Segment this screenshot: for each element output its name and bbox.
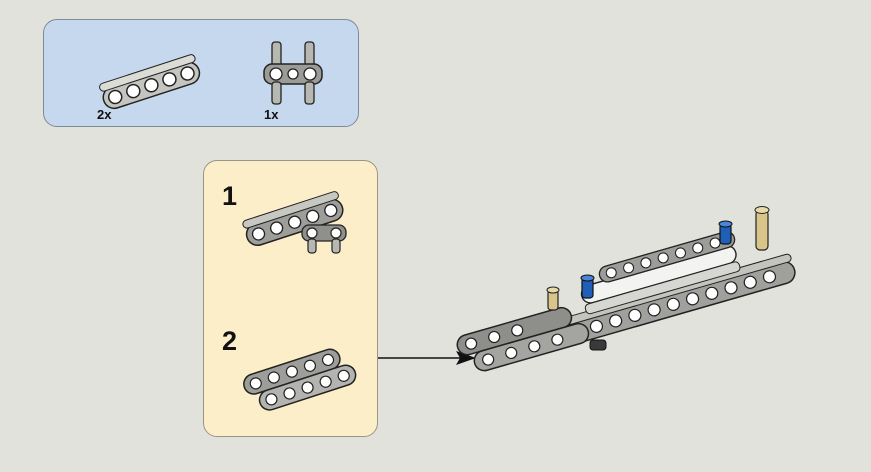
- blue-pin-icon: [580, 274, 595, 299]
- quantity-label: 2x: [97, 107, 112, 122]
- placement-arrow: [378, 351, 476, 365]
- step-number: 1: [222, 181, 238, 211]
- tan-pin-icon: [546, 286, 560, 311]
- step-number: 2: [222, 326, 238, 356]
- blue-pin-icon: [718, 220, 733, 245]
- tan-pin-icon: [754, 206, 770, 251]
- sub-assembly-panel: 1 2: [203, 160, 378, 437]
- parts-list-callout: 2x 1x: [43, 19, 359, 127]
- main-assembly-illustration: [456, 206, 796, 372]
- axle-pin-connector-icon: [263, 41, 323, 105]
- step-1-assembly-illustration: [242, 191, 347, 254]
- quantity-label: 1x: [264, 107, 279, 122]
- step-2-assembly-illustration: [243, 348, 357, 411]
- liftarm-beam-5-icon: [99, 54, 201, 110]
